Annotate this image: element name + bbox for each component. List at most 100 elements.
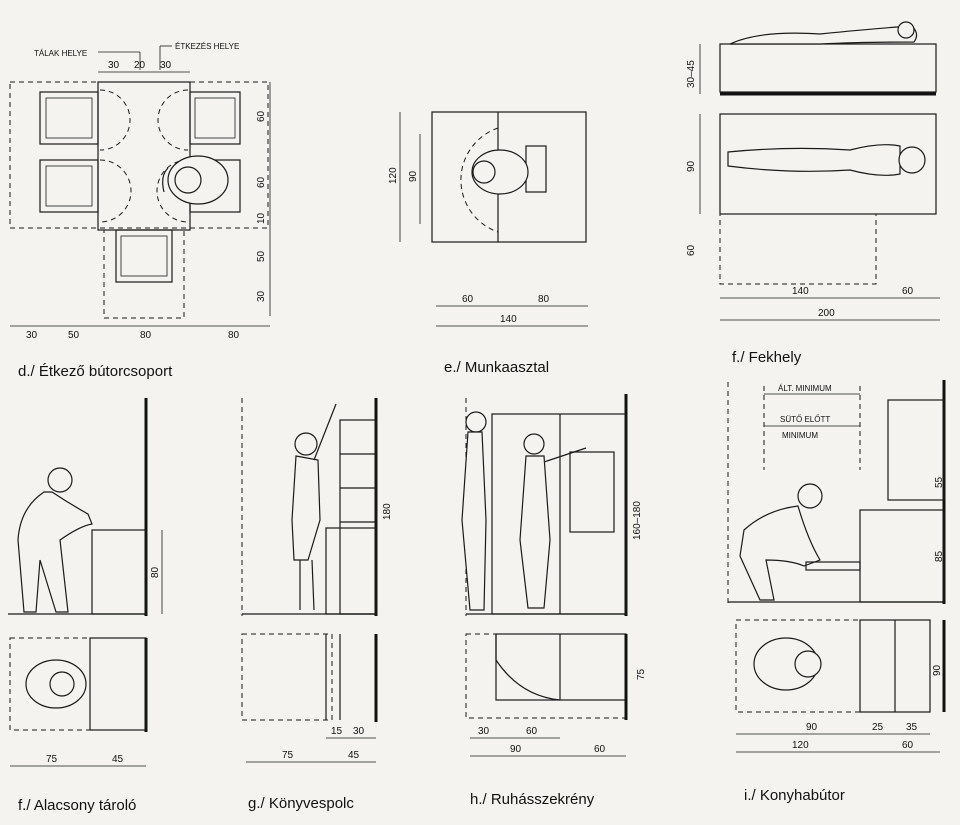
dim-right-60: 60 xyxy=(256,110,267,122)
chair-top-view xyxy=(525,145,547,193)
reach-arc xyxy=(99,89,131,151)
dim-right-10: 10 xyxy=(256,212,267,224)
dim-shelf-30: 30 xyxy=(353,726,365,737)
dim-top-20: 20 xyxy=(134,60,146,71)
low-storage: 80 75 45 f./ Alacsony tároló xyxy=(8,398,163,814)
caption-bed: f./ Fekhely xyxy=(732,349,802,366)
wardrobe-access-zone xyxy=(465,633,627,719)
dim-kitchen-90: 90 xyxy=(932,664,943,676)
dim-bottom-50: 50 xyxy=(68,330,80,341)
dim-wardrobe-60: 60 xyxy=(526,726,538,737)
dim-bookshelf-75: 75 xyxy=(282,750,294,761)
person-head xyxy=(523,433,545,455)
caption-wardrobe: h./ Ruhásszekrény xyxy=(470,791,595,808)
lower-cabinet xyxy=(325,527,377,615)
person-head xyxy=(797,483,823,509)
dim-kitchen-85: 85 xyxy=(934,550,945,562)
wall-cabinet xyxy=(887,399,945,501)
bookshelf: 180 15 30 75 45 g./ Könyvespolc xyxy=(241,398,393,812)
wardrobe-frame xyxy=(491,413,627,615)
label-oven-minimum: MINIMUM xyxy=(782,431,818,440)
dim-desk-60: 60 xyxy=(462,294,474,305)
person-head-top-view xyxy=(49,671,75,697)
dim-desk-120: 120 xyxy=(388,167,399,184)
dim-desk-80: 80 xyxy=(538,294,550,305)
dim-bed-front: 60 xyxy=(686,244,697,256)
desk-zone xyxy=(431,111,587,243)
wardrobe: 160–180 75 30 60 90 60 h./ Ruhásszekrény xyxy=(461,394,647,808)
dining-table xyxy=(97,81,191,231)
dim-right-60b: 60 xyxy=(256,176,267,188)
dim-wardrobe-60b: 60 xyxy=(594,744,606,755)
bed-elevation xyxy=(719,43,937,93)
chair-seat xyxy=(45,97,93,139)
bed-access-zone xyxy=(719,213,877,285)
dim-kitchen-top-35: 35 xyxy=(906,722,918,733)
leg xyxy=(311,559,315,611)
storage-plan xyxy=(89,637,147,731)
oven-tray xyxy=(805,561,861,571)
person-arm xyxy=(162,167,169,193)
reaching-arm xyxy=(543,447,587,463)
dim-wardrobe-depth: 75 xyxy=(636,668,647,680)
raised-arm xyxy=(313,403,337,461)
dim-kitchen-60: 60 xyxy=(902,740,914,751)
reach-arc xyxy=(157,89,189,151)
dim-kitchen-120: 120 xyxy=(792,740,809,751)
person-head-top-view xyxy=(472,160,496,184)
chair-bottom xyxy=(115,229,173,283)
dim-storage-45: 45 xyxy=(112,754,124,765)
caption-dining: d./ Étkező bútorcsoport xyxy=(18,363,173,380)
hanging-garment xyxy=(569,451,615,533)
dim-right-30: 30 xyxy=(256,290,267,302)
dim-bookshelf-45: 45 xyxy=(348,750,360,761)
dim-bed-60: 60 xyxy=(902,286,914,297)
person-head xyxy=(465,411,487,433)
dim-bottom-80: 80 xyxy=(140,330,152,341)
label-eating-area: ÉTKEZÉS HELYE xyxy=(175,42,239,51)
caption-bookshelf: g./ Könyvespolc xyxy=(248,795,354,812)
dim-storage-80: 80 xyxy=(150,566,161,578)
dim-bed-140: 140 xyxy=(792,286,809,297)
lying-person-side xyxy=(729,25,918,45)
crouching-person xyxy=(739,505,821,601)
person-head-top-view xyxy=(174,166,202,194)
bookshelf-access-zone xyxy=(241,633,333,721)
dim-storage-75: 75 xyxy=(46,754,58,765)
dining-plan: TÁLAK HELYE ÉTKEZÉS HELYE 30 20 30 60 60… xyxy=(9,42,271,380)
wardrobe-plan xyxy=(495,633,627,701)
bed-plan: 30–45 90 60 140 60 200 f./ Fekhely xyxy=(686,21,940,366)
caption-kitchen: i./ Konyhabútor xyxy=(744,787,845,804)
dim-kitchen-top-25: 25 xyxy=(872,722,884,733)
chair-seat xyxy=(120,235,168,277)
caption-desk: e./ Munkaasztal xyxy=(444,359,549,376)
base-cabinet-oven xyxy=(859,509,945,603)
standing-person-side xyxy=(461,431,487,611)
dim-top-30b: 30 xyxy=(160,60,172,71)
dim-wardrobe-90: 90 xyxy=(510,744,522,755)
reach-arc xyxy=(99,159,132,223)
low-cabinet xyxy=(91,529,147,615)
caption-low-storage: f./ Alacsony tároló xyxy=(18,797,136,814)
person-head-top-view xyxy=(898,146,926,174)
dim-top-30: 30 xyxy=(108,60,120,71)
desk-plan: 120 90 60 80 140 e./ Munkaasztal xyxy=(388,111,588,376)
person-head xyxy=(897,21,915,39)
dim-kitchen-55: 55 xyxy=(934,476,945,488)
label-oven-front: SÜTŐ ELŐTT xyxy=(780,415,830,424)
reach-arc xyxy=(460,127,499,233)
bending-person xyxy=(17,491,93,613)
dim-bed-200: 200 xyxy=(818,308,835,319)
person-head-top-view xyxy=(794,650,822,678)
dim-wardrobe-30: 30 xyxy=(478,726,490,737)
standing-person-hanging xyxy=(519,455,551,609)
chair-right-top xyxy=(189,91,241,145)
chair-seat xyxy=(45,165,93,207)
dim-bottom-30: 30 xyxy=(26,330,38,341)
door-swing xyxy=(495,634,561,701)
dim-desk-140: 140 xyxy=(500,314,517,325)
dim-bookshelf-180: 180 xyxy=(382,503,393,520)
dim-bed-width: 90 xyxy=(686,160,697,172)
chair-left-bottom xyxy=(39,159,99,213)
